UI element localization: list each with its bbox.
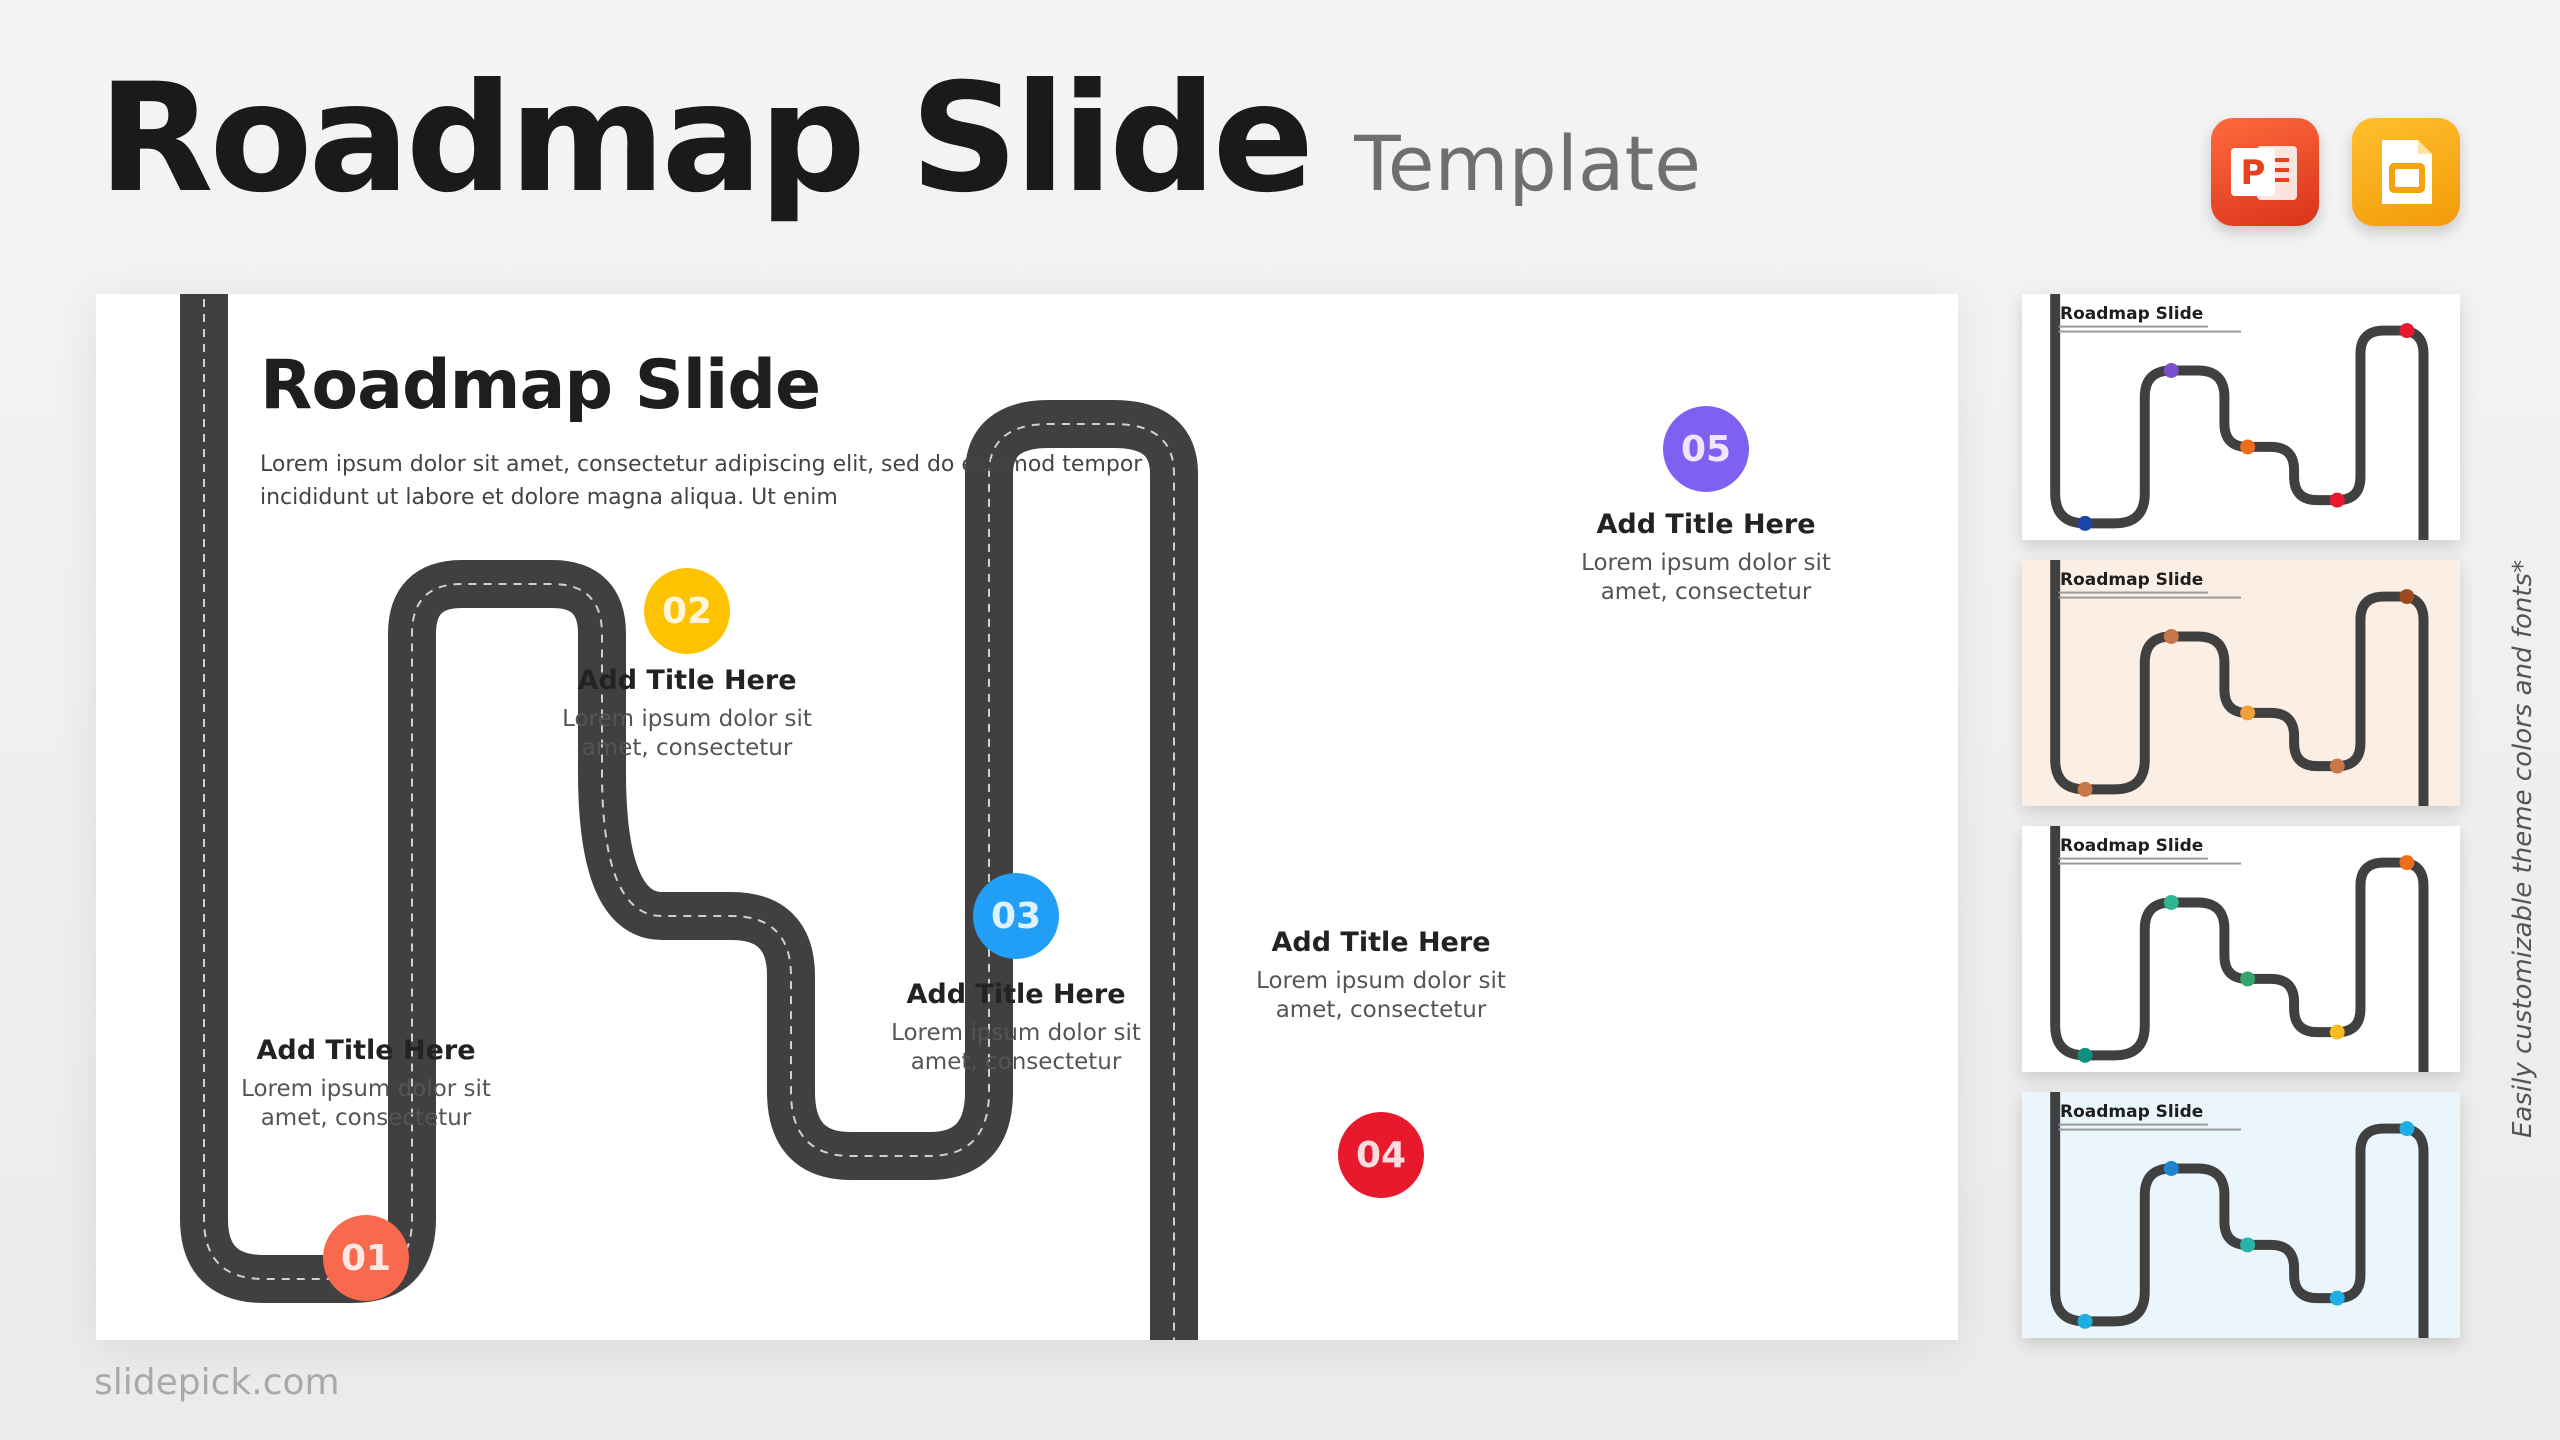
- thumbnail-milestone-dot: [2163, 1160, 2179, 1176]
- thumbnail-milestone-dot: [2077, 1313, 2093, 1329]
- slide-description: Lorem ipsum dolor sit amet, consectetur …: [260, 452, 1143, 510]
- thumbnail-milestone-dot: [2329, 758, 2345, 774]
- milestone-text-02: Add Title Here Lorem ipsum dolor sit ame…: [557, 664, 817, 763]
- thumbnail-title: Roadmap Slide: [2060, 1102, 2204, 1122]
- thumbnail-milestone-dot: [2329, 492, 2345, 508]
- thumbnail-road: [2050, 560, 2429, 806]
- thumbnail-title: Roadmap Slide: [2060, 304, 2204, 324]
- milestone-text-04: Add Title Here Lorem ipsum dolor sit ame…: [1251, 926, 1511, 1025]
- footer-brand[interactable]: slidepick.com: [94, 1362, 340, 1403]
- thumbnail-description-line: [2058, 857, 2208, 860]
- thumbnail-milestone-dot: [2399, 1121, 2415, 1137]
- milestone-body: Lorem ipsum dolor sit amet, consectetur: [1581, 550, 1831, 605]
- thumbnail-road-path: [2050, 1092, 2429, 1338]
- page-subtitle: Template: [1354, 119, 1702, 208]
- thumbnail-milestone-dot: [2077, 515, 2093, 531]
- powerpoint-icon[interactable]: P: [2211, 118, 2319, 226]
- thumbnail-milestone-dot: [2240, 1237, 2256, 1253]
- powerpoint-letter: P: [2241, 153, 2266, 193]
- milestone-marker-02[interactable]: 02: [644, 568, 730, 654]
- thumbnail-milestone-dot: [2329, 1290, 2345, 1306]
- thumbnail-milestone-dot: [2240, 439, 2256, 455]
- thumbnail-description-line: [2058, 862, 2241, 865]
- thumbnail-description-line: [2058, 1128, 2241, 1131]
- milestone-marker-05[interactable]: 05: [1663, 406, 1749, 492]
- thumbnail-title: Roadmap Slide: [2060, 570, 2204, 590]
- thumbnail-road: [2050, 294, 2429, 540]
- thumbnail-description-line: [2058, 325, 2208, 328]
- milestone-marker-04[interactable]: 04: [1338, 1112, 1424, 1198]
- thumbnail-milestone-dot: [2240, 705, 2256, 721]
- google-slides-glyph: [2382, 140, 2432, 204]
- milestone-body: Lorem ipsum dolor sit amet, consectetur: [1256, 968, 1506, 1023]
- milestone-text-01: Add Title Here Lorem ipsum dolor sit ame…: [236, 1034, 496, 1133]
- thumbnail-milestone-dot: [2163, 628, 2179, 644]
- google-slides-icon[interactable]: [2352, 118, 2460, 226]
- thumbnail-description-line: [2058, 591, 2208, 594]
- thumbnail-milestone-dot: [2240, 971, 2256, 987]
- milestone-text-03: Add Title Here Lorem ipsum dolor sit ame…: [886, 978, 1146, 1077]
- side-note: Easily customizable theme colors and fon…: [2508, 559, 2538, 1138]
- thumbnail-title: Roadmap Slide: [2060, 836, 2204, 856]
- thumbnail-slide-3[interactable]: Roadmap Slide: [2022, 826, 2460, 1072]
- milestone-marker-03[interactable]: 03: [973, 873, 1059, 959]
- milestone-title: Add Title Here: [577, 665, 797, 696]
- thumbnail-milestone-dot: [2399, 589, 2415, 605]
- milestone-text-05: Add Title Here Lorem ipsum dolor sit ame…: [1576, 508, 1836, 607]
- thumbnail-milestone-dot: [2163, 894, 2179, 910]
- milestone-title: Add Title Here: [1271, 927, 1491, 958]
- page-title: Roadmap Slide: [98, 52, 1314, 226]
- thumbnail-road-path: [2050, 294, 2429, 540]
- page-header: Roadmap Slide Template: [98, 64, 1701, 214]
- slide-heading: Roadmap Slide: [260, 346, 821, 425]
- milestone-title: Add Title Here: [906, 979, 1126, 1010]
- main-slide-preview: Roadmap Slide Lorem ipsum dolor sit amet…: [96, 294, 1958, 1340]
- thumbnail-milestone-dot: [2399, 855, 2415, 871]
- thumbnail-milestone-dot: [2077, 1047, 2093, 1063]
- thumbnail-description-line: [2058, 330, 2241, 333]
- thumbnail-road: [2050, 826, 2429, 1072]
- thumbnail-milestone-dot: [2399, 323, 2415, 339]
- thumbnail-description-line: [2058, 596, 2241, 599]
- milestone-title: Add Title Here: [256, 1035, 476, 1066]
- powerpoint-glyph: P: [2231, 146, 2297, 200]
- milestone-body: Lorem ipsum dolor sit amet, consectetur: [891, 1020, 1141, 1075]
- thumbnail-milestone-dot: [2329, 1024, 2345, 1040]
- milestone-body: Lorem ipsum dolor sit amet, consectetur: [562, 706, 812, 761]
- thumbnail-road-path: [2050, 560, 2429, 806]
- thumbnail-slide-4[interactable]: Roadmap Slide: [2022, 1092, 2460, 1338]
- thumbnail-slide-1[interactable]: Roadmap Slide: [2022, 294, 2460, 540]
- milestone-body: Lorem ipsum dolor sit amet, consectetur: [241, 1076, 491, 1131]
- thumbnail-milestone-dot: [2077, 781, 2093, 797]
- thumbnail-description-line: [2058, 1123, 2208, 1126]
- thumbnail-milestone-dot: [2163, 362, 2179, 378]
- milestone-marker-01[interactable]: 01: [323, 1215, 409, 1301]
- thumbnail-slide-2[interactable]: Roadmap Slide: [2022, 560, 2460, 806]
- thumbnail-road: [2050, 1092, 2429, 1338]
- thumbnail-road-path: [2050, 826, 2429, 1072]
- milestone-title: Add Title Here: [1596, 509, 1816, 540]
